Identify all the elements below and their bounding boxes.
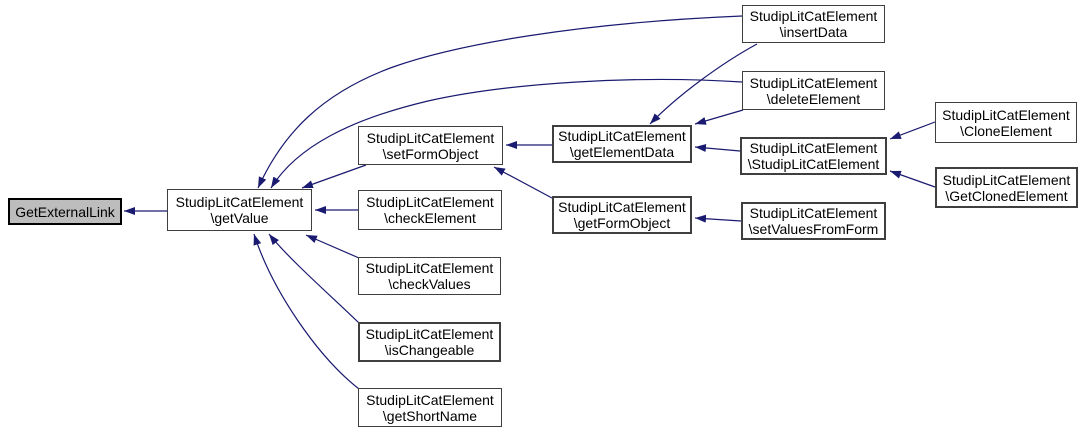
node-clone-element-label-line1: StudipLitCatElement (942, 106, 1070, 123)
node-get-cloned-element[interactable]: StudipLitCatElement\GetClonedElement (935, 167, 1078, 208)
node-get-short-name-label-line1: StudipLitCatElement (366, 391, 494, 408)
node-insert-data[interactable]: StudipLitCatElement\insertData (742, 5, 885, 43)
node-get-cloned-element-label-line1: StudipLitCatElement (942, 171, 1071, 188)
node-get-value-label-line2: \getValue (210, 210, 269, 226)
node-set-form-object-label-line1: StudipLitCatElement (366, 129, 495, 146)
node-check-element[interactable]: StudipLitCatElement\checkElement (358, 190, 502, 230)
node-get-short-name-label-line2: \getShortName (382, 407, 478, 424)
edge-get-short-name-to-get-value (253, 233, 360, 390)
node-set-values-from-form[interactable]: StudipLitCatElement\setValuesFromForm (741, 202, 886, 240)
edge-get-cloned-element-to-studip-lit-cat-element-constructor (889, 170, 936, 188)
node-set-values-from-form-label-line2: \setValuesFromForm (748, 221, 879, 237)
node-set-form-object[interactable]: StudipLitCatElement\setFormObject (358, 126, 503, 165)
node-studip-lit-cat-element-constructor-label-line2: \StudipLitCatElement (747, 156, 880, 172)
edge-check-values-to-get-value (305, 234, 360, 259)
node-set-values-from-form-label-line1: StudipLitCatElement (749, 205, 878, 221)
node-check-values-label-line1: StudipLitCatElement (365, 260, 494, 276)
node-delete-element-label-line1: StudipLitCatElement (749, 74, 878, 91)
node-get-value[interactable]: StudipLitCatElement\getValue (167, 189, 312, 231)
node-clone-element[interactable]: StudipLitCatElement\CloneElement (935, 102, 1077, 143)
node-is-changeable-label-line2: \isChangeable (384, 342, 475, 358)
node-insert-data-label-line2: \insertData (779, 24, 848, 40)
node-clone-element-label-line2: \CloneElement (960, 122, 1052, 139)
node-check-element-label-line2: \checkElement (384, 210, 476, 226)
node-get-element-data-label-line1: StudipLitCatElement (558, 128, 686, 144)
edge-insert-data-to-get-element-data (649, 43, 758, 125)
node-check-values[interactable]: StudipLitCatElement\checkValues (358, 257, 501, 295)
node-check-values-label-line2: \checkValues (388, 276, 471, 292)
node-check-element-label-line1: StudipLitCatElement (366, 194, 494, 210)
node-delete-element-label-line2: \deleteElement (766, 90, 861, 107)
node-insert-data-label-line1: StudipLitCatElement (749, 8, 878, 24)
node-get-cloned-element-label-line2: \GetClonedElement (945, 187, 1068, 204)
node-set-form-object-label-line2: \setFormObject (382, 145, 479, 162)
node-get-external-link[interactable]: GetExternalLink (8, 198, 122, 225)
edge-studip-lit-cat-element-constructor-to-get-element-data (694, 143, 741, 152)
node-get-element-data[interactable]: StudipLitCatElement\getElementData (552, 125, 692, 163)
node-get-form-object-label-line2: \getFormObject (573, 215, 671, 231)
node-get-form-object-label-line1: StudipLitCatElement (558, 199, 686, 215)
node-get-external-link-label-line1: GetExternalLink (15, 203, 115, 220)
edge-get-form-object-to-set-form-object (493, 166, 553, 199)
edge-set-values-from-form-to-get-form-object (694, 214, 742, 223)
edge-insert-data-to-get-value (257, 15, 743, 189)
node-delete-element[interactable]: StudipLitCatElement\deleteElement (742, 71, 885, 110)
node-get-form-object[interactable]: StudipLitCatElement\getFormObject (552, 196, 692, 234)
edge-delete-element-to-get-element-data (694, 109, 744, 125)
edge-is-changeable-to-get-value (268, 233, 360, 324)
node-get-element-data-label-line2: \getElementData (569, 144, 675, 160)
node-get-value-label-line1: StudipLitCatElement (175, 194, 304, 210)
node-get-short-name[interactable]: StudipLitCatElement\getShortName (358, 388, 502, 427)
node-studip-lit-cat-element-constructor[interactable]: StudipLitCatElement\StudipLitCatElement (740, 137, 887, 175)
node-studip-lit-cat-element-constructor-label-line1: StudipLitCatElement (749, 140, 878, 156)
edge-clone-element-to-studip-lit-cat-element-constructor (889, 121, 936, 140)
edge-set-form-object-to-get-value (301, 164, 367, 189)
edge-delete-element-to-get-value (270, 78, 743, 189)
node-is-changeable[interactable]: StudipLitCatElement\isChangeable (358, 322, 501, 362)
node-is-changeable-label-line1: StudipLitCatElement (365, 326, 494, 342)
